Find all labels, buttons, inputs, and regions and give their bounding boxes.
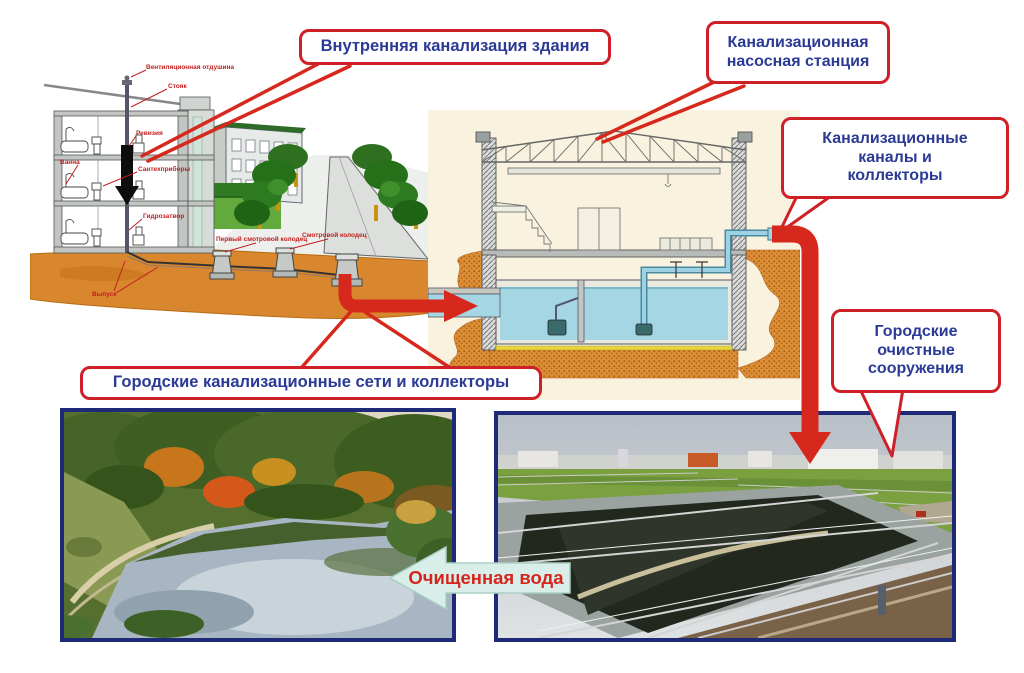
callout-treatment-facilities: Городские очистные сооружения	[831, 309, 1001, 393]
pumping-station-illustration	[428, 110, 800, 400]
aeration-tanks	[498, 485, 952, 638]
label-stack: Стояк	[168, 83, 187, 90]
callout-channels-collectors: Канализационные каналы и коллекторы	[781, 117, 1009, 199]
clean-water-arrow: Очищенная вода	[388, 545, 571, 611]
tree-row-right	[352, 144, 428, 229]
river-water	[92, 510, 452, 638]
flow-down-arrow	[115, 145, 139, 205]
label-bath: Ванна	[60, 159, 80, 166]
inlet-channel	[428, 287, 501, 318]
label-vent: Вентиляционная отдушина	[146, 64, 234, 71]
manhole-2	[272, 247, 298, 278]
label-manhole: Смотровой колодец	[302, 231, 367, 239]
forest	[64, 412, 452, 529]
pumps-and-pipes	[547, 227, 800, 336]
distant-buildings	[498, 449, 952, 469]
callout-pump-station: Канализационная насосная станция	[706, 21, 890, 84]
label-revision: Ревизия	[136, 130, 163, 137]
callout-city-networks: Городские канализационные сети и коллект…	[80, 366, 542, 400]
sectioned-building	[43, 83, 215, 254]
manhole-3	[331, 253, 363, 287]
label-water-seal: Гидрозатвор	[143, 213, 184, 220]
label-first-manhole: Первый смотровой колодец	[216, 235, 307, 243]
label-fixtures: Сантехприборы	[138, 165, 190, 173]
manhole-1	[209, 250, 235, 280]
label-outlet: Выпуск	[92, 291, 117, 298]
plumbing-fixtures	[60, 126, 145, 247]
station-interior	[491, 167, 721, 252]
callout-internal-sewerage: Внутренняя канализация здания	[299, 29, 611, 65]
receiving-tank	[495, 279, 733, 351]
clean-water-label: Очищенная вода	[408, 567, 564, 588]
river-photo	[60, 408, 456, 642]
foreground-walkway	[678, 565, 952, 638]
building-section-illustration: Вентиляционная отдушина Стояк Ревизия Ва…	[30, 64, 430, 319]
